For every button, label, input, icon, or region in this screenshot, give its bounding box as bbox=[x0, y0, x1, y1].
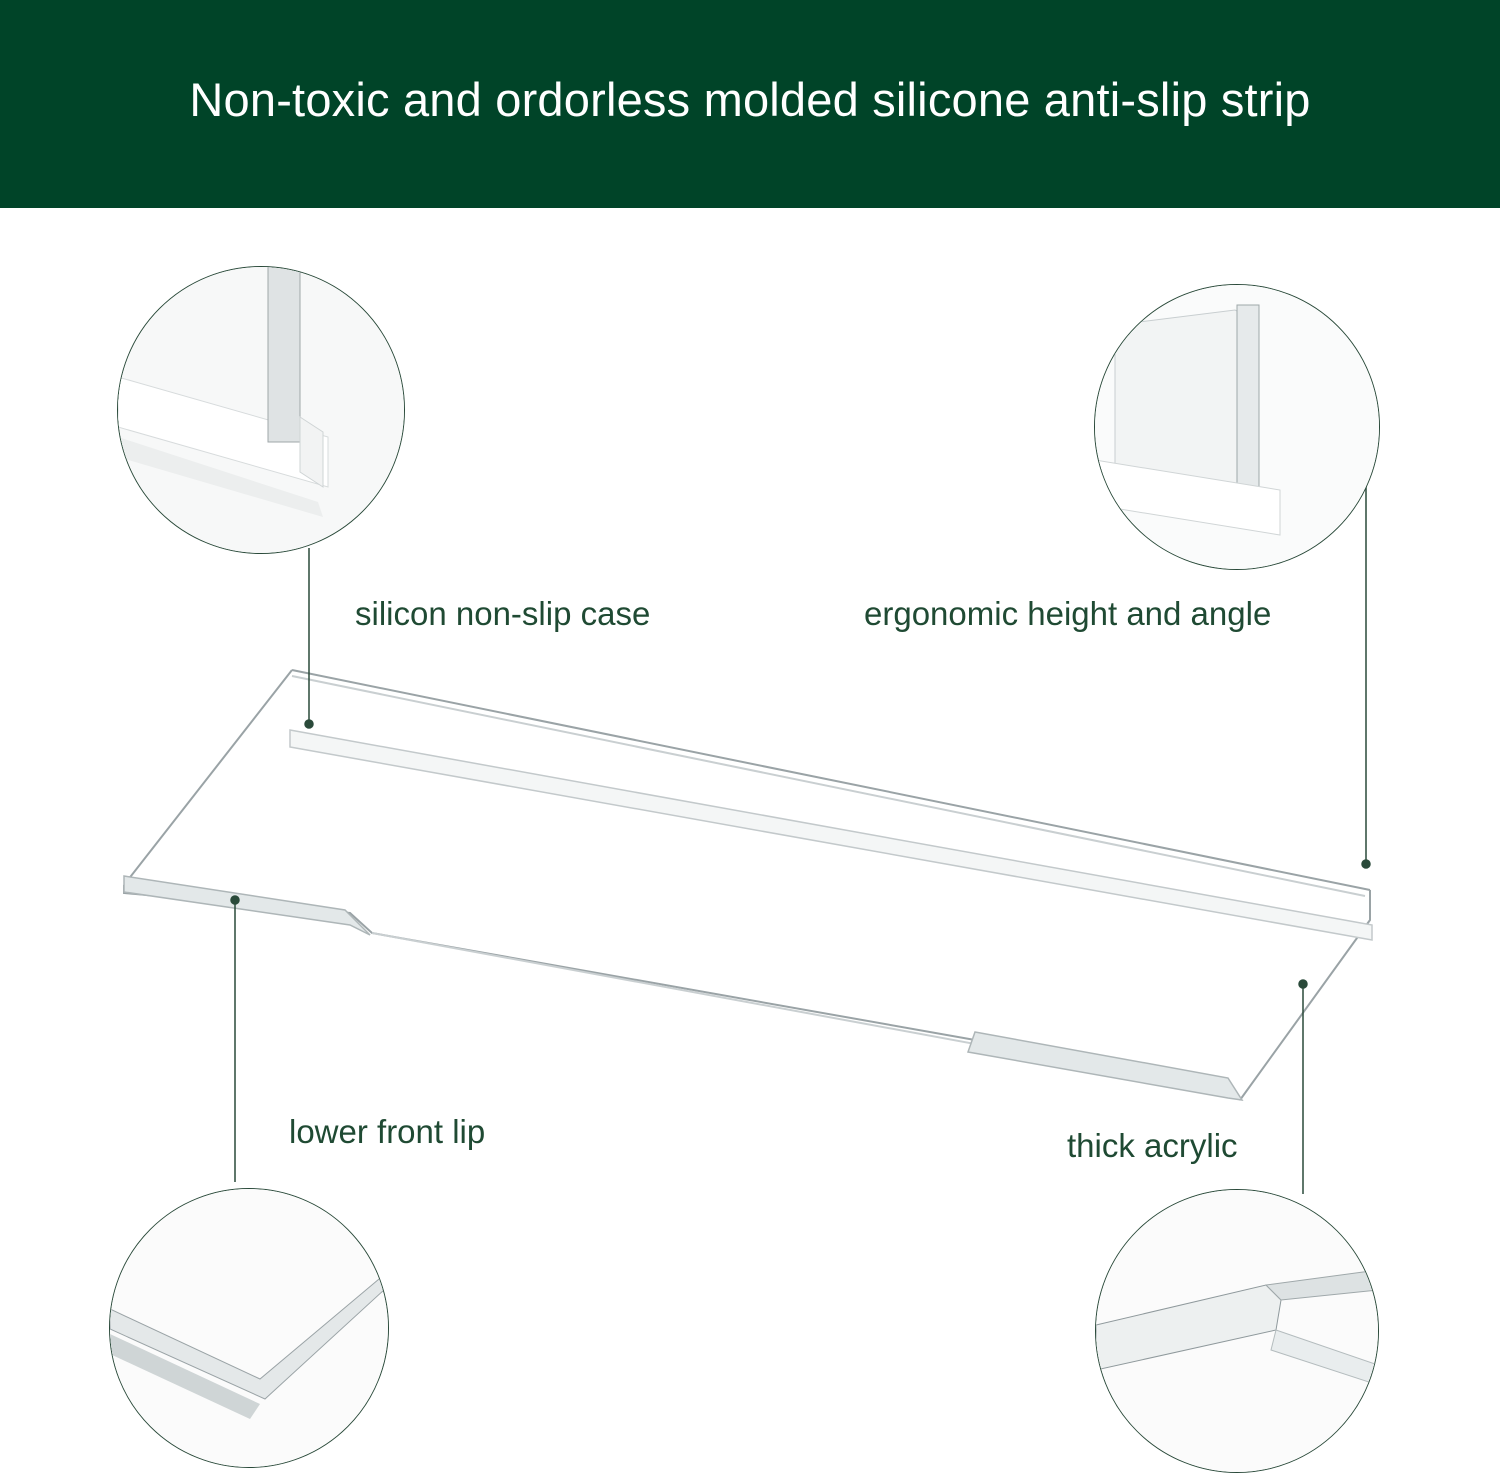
front-lip-left bbox=[123, 875, 371, 936]
label-silicon-non-slip-case: silicon non-slip case bbox=[355, 595, 651, 632]
leader-lines bbox=[230, 470, 1371, 1194]
detail-ergonomic-angle bbox=[1094, 284, 1380, 570]
detail-front-lip bbox=[109, 1188, 389, 1468]
header-title: Non-toxic and ordorless molded silicone … bbox=[189, 72, 1311, 126]
label-thick-acrylic: thick acrylic bbox=[1067, 1127, 1238, 1164]
detail-silicone-case bbox=[117, 266, 405, 554]
header-banner: Non-toxic and ordorless molded silicone … bbox=[0, 0, 1500, 208]
detail-thick-acrylic bbox=[1095, 1189, 1379, 1473]
front-lip-right bbox=[967, 1031, 1244, 1101]
label-lower-front-lip: lower front lip bbox=[289, 1113, 486, 1150]
silicone-strip bbox=[289, 729, 1373, 941]
label-ergonomic-height-angle: ergonomic height and angle bbox=[864, 595, 1272, 632]
